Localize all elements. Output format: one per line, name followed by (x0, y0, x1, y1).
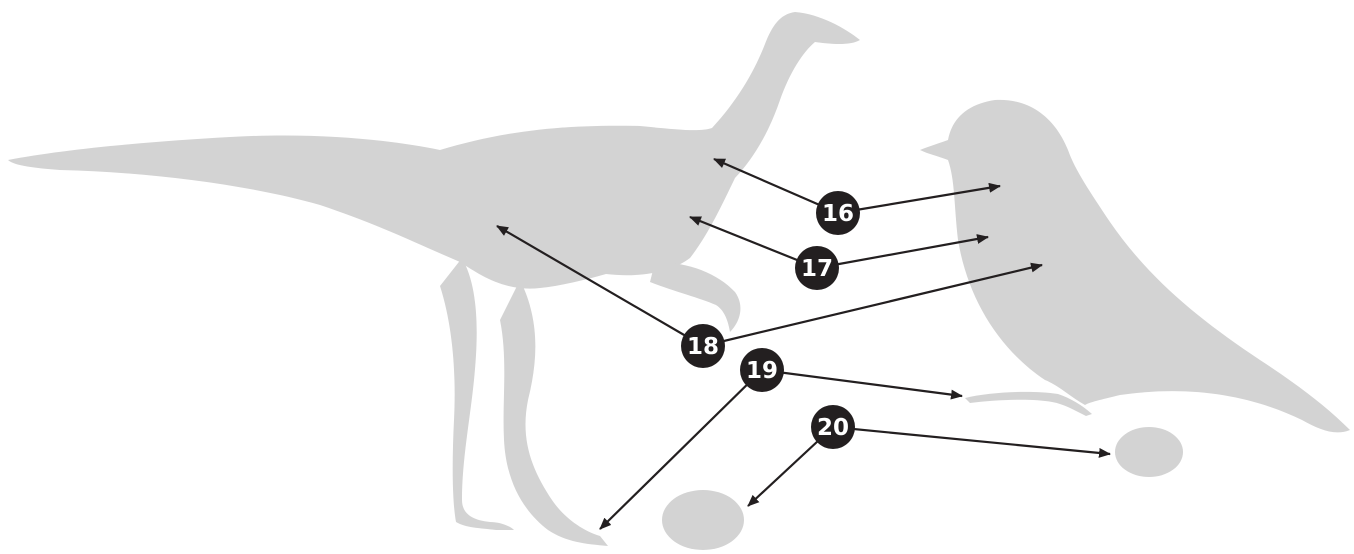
arrow-17-to-dinosaur (689, 215, 818, 270)
arrow-20-to-bird-egg (832, 425, 1111, 458)
marker-18-circle (681, 324, 725, 368)
arrow-18-to-bird (702, 262, 1043, 348)
marker-17-label: 17 (801, 256, 833, 282)
marker-18-label: 18 (687, 334, 719, 360)
marker-19-circle (740, 348, 784, 392)
marker-17-circle (795, 246, 839, 290)
marker-19: 19 (740, 348, 784, 392)
marker-20-circle (811, 405, 855, 449)
arrow-18-to-dinosaur (496, 225, 704, 347)
arrow-19-to-bird-foot (761, 368, 963, 400)
marker-19-label: 19 (746, 358, 778, 384)
marker-20-label: 20 (817, 415, 849, 441)
arrow-17-to-bird (816, 234, 989, 270)
marker-16-circle (816, 191, 860, 235)
arrow-16-to-dinosaur (713, 157, 839, 215)
dinosaur-silhouette (8, 12, 860, 546)
bird-silhouette (920, 99, 1350, 433)
dinosaur-egg (662, 490, 744, 550)
marker-20: 20 (811, 405, 855, 449)
marker-18: 18 (681, 324, 725, 368)
arrows (496, 157, 1111, 530)
marker-17: 17 (795, 246, 839, 290)
arrow-19-to-dinosaur-foot (599, 369, 763, 530)
bird-egg (1115, 427, 1183, 477)
marker-16: 16 (816, 191, 860, 235)
arrow-16-to-bird (837, 182, 1001, 215)
marker-16-label: 16 (822, 201, 854, 227)
